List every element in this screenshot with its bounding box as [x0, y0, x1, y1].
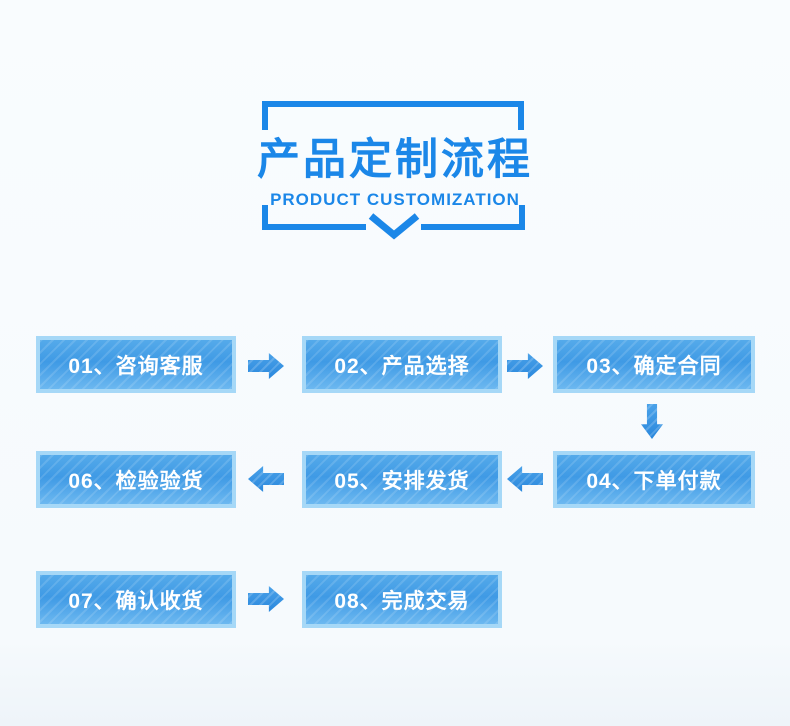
step-box-07: 07、确认收货 [36, 571, 236, 628]
step-box-03: 03、确定合同 [553, 336, 755, 393]
step-label: 08、完成交易 [334, 589, 470, 613]
page-title: 产品定制流程 [257, 136, 533, 184]
page-subtitle: PRODUCT CUSTOMIZATION [270, 190, 520, 209]
step-box-02: 02、产品选择 [302, 336, 502, 393]
step-label: 05、安排发货 [334, 469, 470, 493]
step-label: 04、下单付款 [586, 469, 722, 493]
step-box-06: 06、检验验货 [36, 451, 236, 508]
bracket-top-left-leg [262, 101, 268, 130]
arrow-right-icon [248, 586, 284, 612]
arrow-down-icon [641, 404, 663, 439]
step-label: 07、确认收货 [68, 589, 204, 613]
bracket-top-line [262, 101, 524, 107]
arrow-right-icon [507, 353, 543, 379]
step-box-04: 04、下单付款 [553, 451, 755, 508]
bracket-bottom-right-line [421, 224, 525, 230]
bracket-top-right-leg [518, 101, 524, 130]
chevron-down-icon [368, 213, 420, 240]
step-label: 06、检验验货 [68, 469, 204, 493]
bracket-bottom-left-line [262, 224, 366, 230]
bracket-bottom-right-leg [519, 205, 525, 230]
step-label: 02、产品选择 [334, 354, 470, 378]
bracket-bottom-left-leg [262, 205, 268, 230]
arrow-right-icon [248, 353, 284, 379]
arrow-left-icon [248, 466, 284, 492]
step-box-08: 08、完成交易 [302, 571, 502, 628]
step-box-05: 05、安排发货 [302, 451, 502, 508]
arrow-left-icon [507, 466, 543, 492]
step-label: 03、确定合同 [586, 354, 722, 378]
step-box-01: 01、咨询客服 [36, 336, 236, 393]
step-label: 01、咨询客服 [68, 354, 204, 378]
